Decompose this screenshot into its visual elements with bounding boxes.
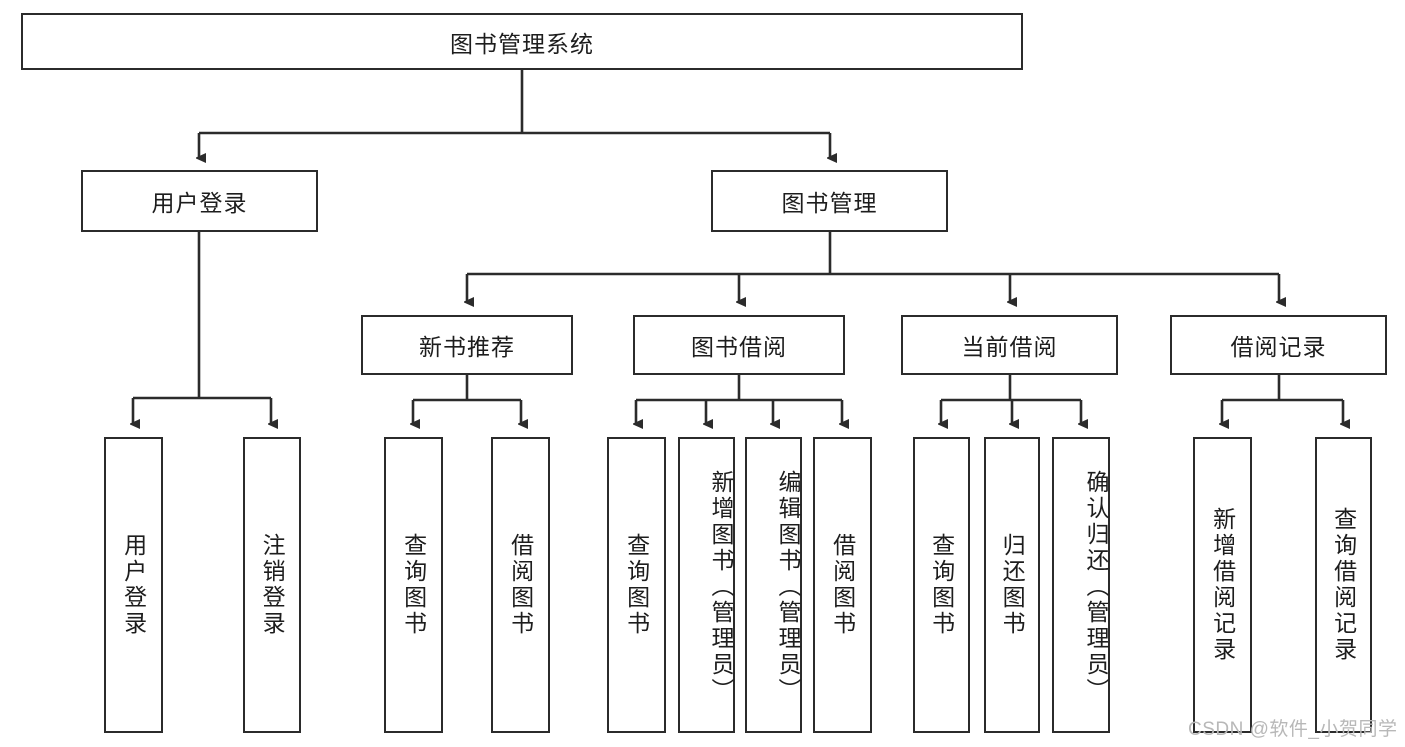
- node-label: 借阅图书: [507, 533, 534, 637]
- leaf-return-books[interactable]: 归还图书: [984, 437, 1040, 733]
- node-label: 图书管理系统: [450, 30, 594, 57]
- node-borrow-records[interactable]: 借阅记录: [1170, 315, 1387, 375]
- leaf-query-borrow-record[interactable]: 查询借阅记录: [1315, 437, 1372, 733]
- node-label: 查询图书: [623, 533, 650, 637]
- leaf-borrow-books[interactable]: 借阅图书: [813, 437, 872, 733]
- node-label: 确认归还（管理员）: [1083, 470, 1109, 704]
- node-label: 借阅图书: [829, 533, 856, 637]
- node-label: 查询图书: [928, 533, 955, 637]
- leaf-query-books-recommend[interactable]: 查询图书: [384, 437, 443, 733]
- node-label: 借阅记录: [1230, 334, 1327, 360]
- node-root-book-management-system[interactable]: 图书管理系统: [21, 13, 1023, 70]
- node-current-borrowing[interactable]: 当前借阅: [901, 315, 1118, 375]
- leaf-add-book-admin[interactable]: 新增图书（管理员）: [678, 437, 735, 733]
- leaf-query-books-current[interactable]: 查询图书: [913, 437, 970, 733]
- node-label: 新增借阅记录: [1209, 507, 1236, 663]
- node-label: 查询借阅记录: [1330, 507, 1357, 663]
- node-label: 编辑图书（管理员）: [775, 470, 801, 704]
- node-label: 用户登录: [120, 533, 147, 637]
- leaf-borrow-books-recommend[interactable]: 借阅图书: [491, 437, 550, 733]
- node-book-borrowing[interactable]: 图书借阅: [633, 315, 845, 375]
- node-label: 图书管理: [781, 190, 878, 216]
- node-label: 归还图书: [999, 533, 1026, 637]
- node-label: 当前借阅: [961, 334, 1058, 360]
- node-label: 新增图书（管理员）: [708, 470, 734, 704]
- leaf-user-login[interactable]: 用户登录: [104, 437, 163, 733]
- csdn-watermark: CSDN @软件_小贺同学: [1188, 719, 1398, 740]
- node-label: 用户登录: [151, 190, 248, 216]
- node-new-book-recommendation[interactable]: 新书推荐: [361, 315, 573, 375]
- node-book-management[interactable]: 图书管理: [711, 170, 948, 232]
- node-user-login[interactable]: 用户登录: [81, 170, 318, 232]
- leaf-logout[interactable]: 注销登录: [243, 437, 301, 733]
- leaf-confirm-return-admin[interactable]: 确认归还（管理员）: [1052, 437, 1110, 733]
- node-label: 新书推荐: [419, 334, 515, 360]
- node-label: 查询图书: [400, 533, 427, 637]
- leaf-add-borrow-record[interactable]: 新增借阅记录: [1193, 437, 1252, 733]
- leaf-query-books-borrow[interactable]: 查询图书: [607, 437, 666, 733]
- node-label: 图书借阅: [691, 334, 787, 360]
- node-label: 注销登录: [259, 533, 286, 637]
- leaf-edit-book-admin[interactable]: 编辑图书（管理员）: [745, 437, 802, 733]
